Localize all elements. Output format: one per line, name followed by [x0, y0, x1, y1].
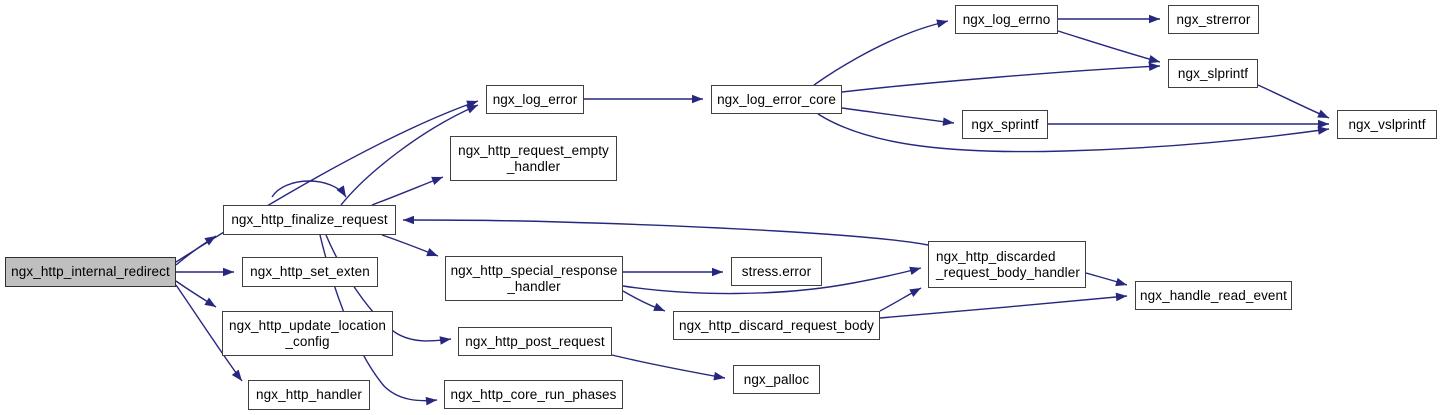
graph-node-strerror[interactable]: ngx_strerror: [1168, 5, 1259, 34]
call-edge-arrowhead: [223, 267, 234, 277]
call-edge-arrowhead: [713, 371, 725, 381]
call-edge-arrowhead: [909, 266, 921, 276]
graph-node-discarded_request_body_handler[interactable]: ngx_http_discarded _request_body_handler: [928, 241, 1086, 288]
call-edge: [813, 20, 949, 86]
call-edge: [340, 104, 479, 206]
call-edge: [879, 295, 1128, 319]
graph-node-core_run_phases[interactable]: ngx_http_core_run_phases: [444, 380, 623, 409]
graph-node-log_errno[interactable]: ngx_log_errno: [955, 5, 1058, 34]
call-edge: [271, 180, 347, 198]
graph-node-stress_error[interactable]: stress.error: [731, 257, 822, 286]
call-edge-arrowhead: [1148, 62, 1160, 72]
call-edge-arrowhead: [425, 396, 437, 406]
call-edge-arrowhead: [1317, 109, 1329, 118]
call-edge-arrowhead: [439, 336, 451, 345]
call-edge-arrowhead: [1115, 292, 1127, 302]
call-edge-arrowhead: [204, 236, 216, 246]
call-edge-arrowhead: [692, 94, 703, 104]
call-edge-arrowhead: [712, 267, 723, 277]
graph-node-sprintf[interactable]: ngx_sprintf: [962, 110, 1048, 139]
call-edge-arrowhead: [942, 117, 954, 126]
graph-node-update_location_config[interactable]: ngx_http_update_location _config: [222, 311, 393, 356]
call-edge-arrowhead: [431, 176, 443, 185]
graph-node-vslprintf[interactable]: ngx_vslprintf: [1337, 110, 1437, 139]
graph-node-log_error_core[interactable]: ngx_log_error_core: [711, 85, 842, 114]
graph-node-http_handler[interactable]: ngx_http_handler: [248, 380, 370, 410]
graph-node-set_exten[interactable]: ngx_http_set_exten: [242, 257, 378, 287]
call-edge-arrowhead: [1318, 119, 1329, 129]
call-edge-arrowhead: [936, 19, 948, 28]
call-edge-arrowhead: [466, 105, 478, 114]
graph-node-finalize_request[interactable]: ngx_http_finalize_request: [223, 205, 396, 235]
call-edge: [841, 107, 955, 124]
call-edge: [402, 219, 929, 246]
call-edge-arrowhead: [403, 215, 414, 225]
call-edge: [1257, 84, 1330, 119]
call-edge-arrowhead: [1149, 14, 1160, 24]
graph-node-handle_read_event[interactable]: ngx_handle_read_event: [1135, 281, 1292, 310]
call-edge-arrowhead: [1148, 54, 1160, 64]
call-edge-arrowhead: [336, 185, 346, 197]
call-edge: [1057, 30, 1161, 63]
call-edge-arrowhead: [204, 297, 216, 307]
call-edge: [817, 113, 1330, 153]
graph-node-request_empty_handler[interactable]: ngx_http_request_empty _handler: [450, 136, 617, 181]
call-edge: [371, 176, 444, 206]
graph-node-slprintf[interactable]: ngx_slprintf: [1168, 59, 1258, 88]
call-edge: [841, 65, 1161, 93]
call-edge-arrowhead: [909, 288, 921, 297]
graph-node-palloc[interactable]: ngx_palloc: [733, 365, 820, 394]
call-edge-arrowhead: [1317, 126, 1329, 135]
call-edge-arrowhead: [1115, 277, 1127, 287]
call-edge: [622, 267, 922, 295]
call-edge: [611, 354, 726, 379]
graph-node-internal_redirect[interactable]: ngx_http_internal_redirect: [5, 257, 176, 287]
graph-node-discard_request_body[interactable]: ngx_http_discard_request_body: [673, 311, 880, 340]
call-edge-arrowhead: [426, 248, 438, 257]
graph-node-special_response_handler[interactable]: ngx_http_special_response _handler: [445, 256, 623, 301]
graph-node-log_error[interactable]: ngx_log_error: [486, 85, 584, 114]
graph-node-post_request[interactable]: ngx_http_post_request: [458, 327, 612, 356]
call-edge-arrowhead: [653, 302, 665, 311]
call-edge-arrowhead: [231, 369, 242, 381]
